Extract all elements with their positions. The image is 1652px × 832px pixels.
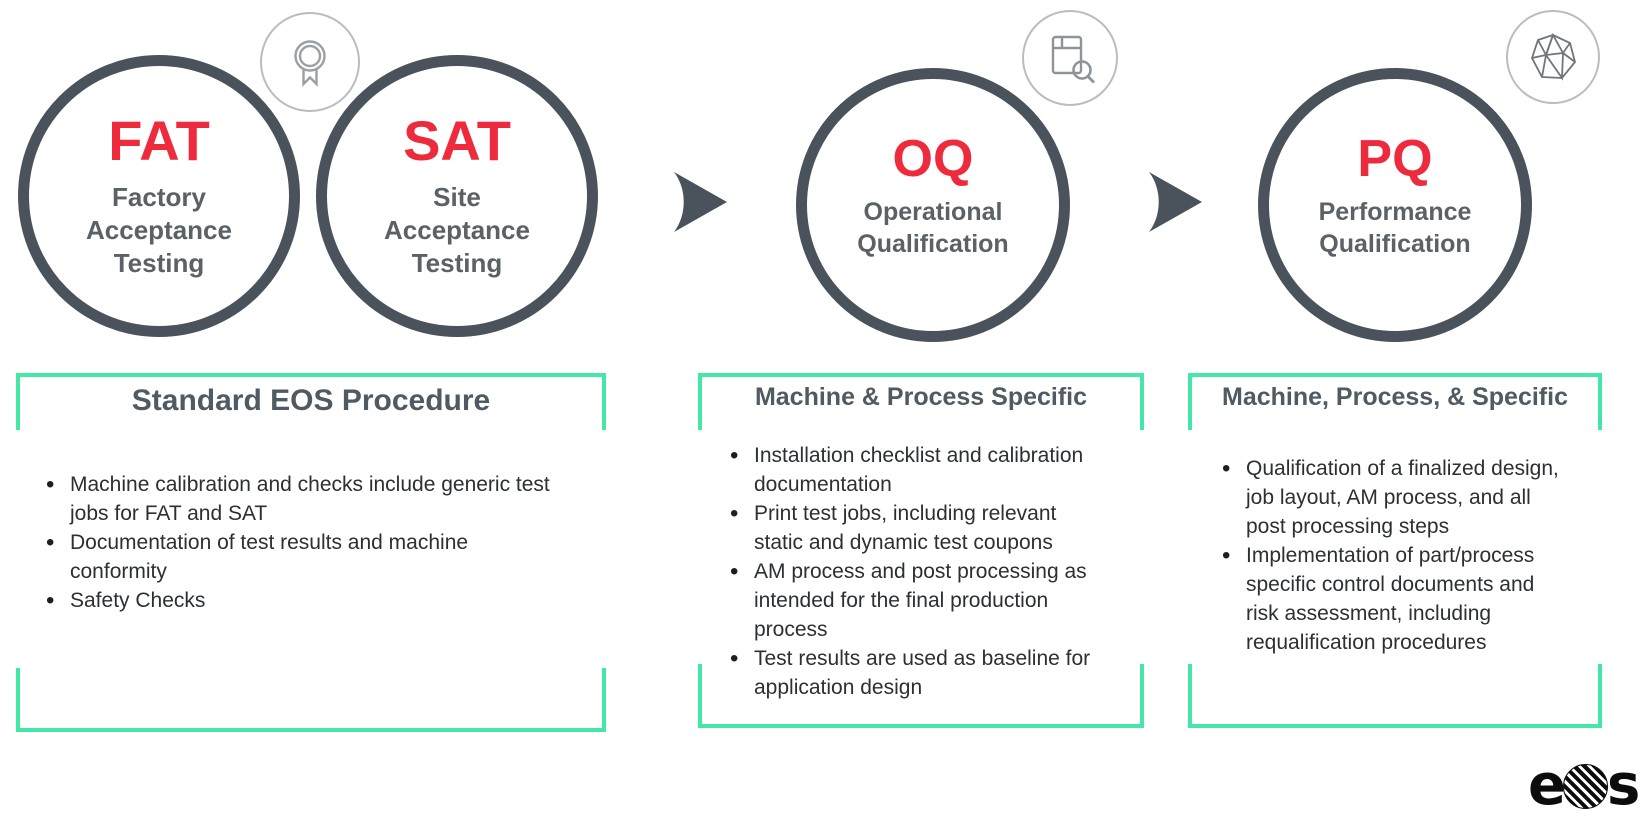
panel-bottom-bracket bbox=[1188, 664, 1602, 728]
panel-top-bracket bbox=[698, 373, 1144, 430]
panel-title: Standard EOS Procedure bbox=[131, 384, 491, 417]
stage-acronym-pq: PQ bbox=[1357, 129, 1433, 188]
list-item: Implementation of part/process specific … bbox=[1222, 541, 1562, 657]
stage-circle-pq: PQ Performance Qualification bbox=[1258, 68, 1532, 342]
stage-circle-sat: SAT Site Acceptance Testing bbox=[316, 55, 598, 337]
stage-acronym-oq: OQ bbox=[892, 129, 974, 188]
eos-logo-letter-e: e bbox=[1528, 753, 1566, 818]
panel-bottom-bracket bbox=[698, 664, 1144, 728]
panel-bullet-list: Qualification of a finalized design, job… bbox=[1188, 454, 1602, 657]
stage-label-sat: Site Acceptance Testing bbox=[384, 181, 530, 279]
panel-title: Machine, Process, & Specific bbox=[1222, 383, 1568, 411]
stage-acronym-fat: FAT bbox=[108, 108, 210, 172]
panel-bullet-list: Machine calibration and checks include g… bbox=[16, 470, 606, 615]
stage-circle-fat: FAT Factory Acceptance Testing bbox=[18, 55, 300, 337]
list-item: Documentation of test results and machin… bbox=[46, 528, 566, 586]
arrow-right-icon bbox=[1149, 172, 1202, 232]
arrow-right-icon bbox=[674, 172, 727, 232]
panel-machine-process-and-specific: Machine, Process, & Specific Qualificati… bbox=[1188, 373, 1602, 728]
eos-logo-letter-s: s bbox=[1606, 753, 1640, 818]
panel-bullet-list: Installation checklist and calibration d… bbox=[698, 441, 1144, 702]
eos-logo: e s bbox=[1528, 753, 1640, 818]
stage-acronym-sat: SAT bbox=[403, 108, 511, 172]
list-item: Print test jobs, including relevant stat… bbox=[730, 499, 1104, 557]
list-item: Machine calibration and checks include g… bbox=[46, 470, 566, 528]
panel-standard-eos-procedure: Standard EOS Procedure Machine calibrati… bbox=[16, 373, 606, 732]
machine-inspection-icon bbox=[1022, 10, 1118, 106]
panel-top-bracket bbox=[16, 373, 606, 430]
list-item: AM process and post processing as intend… bbox=[730, 557, 1104, 644]
stage-circle-oq: OQ Operational Qualification bbox=[796, 68, 1070, 342]
list-item: Safety Checks bbox=[46, 586, 566, 615]
list-item: Test results are used as baseline for ap… bbox=[730, 644, 1104, 702]
stage-label-pq: Performance Qualification bbox=[1318, 198, 1472, 259]
panel-bottom-bracket bbox=[16, 668, 606, 732]
stage-label-fat: Factory Acceptance Testing bbox=[86, 181, 232, 279]
eos-logo-sphere-icon bbox=[1562, 763, 1608, 809]
polyhedron-icon bbox=[1506, 10, 1600, 104]
award-ribbon-icon bbox=[260, 12, 360, 112]
panel-machine-process-specific: Machine & Process Specific Installation … bbox=[698, 373, 1144, 728]
stage-label-oq: Operational Qualification bbox=[857, 198, 1009, 259]
panel-top-bracket bbox=[1188, 373, 1602, 430]
list-item: Installation checklist and calibration d… bbox=[730, 441, 1104, 499]
list-item: Qualification of a finalized design, job… bbox=[1222, 454, 1562, 541]
panel-title: Machine & Process Specific bbox=[754, 383, 1088, 411]
